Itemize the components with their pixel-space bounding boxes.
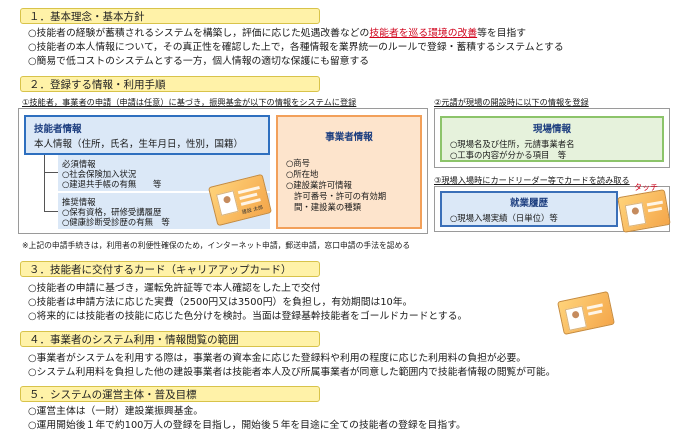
business-info-title: 事業者情報 [325, 132, 373, 143]
work-history-item-1: ○現場入場実績（日単位）等 [450, 213, 558, 223]
step-3-note: ③現場入場時にカードリーダー等でカードを読み取る [434, 175, 630, 185]
business-item-5: 間・建設業の種類 [294, 202, 361, 212]
worker-personal-info: 本人情報（住所，氏名，生年月日，性別，国籍） [34, 139, 244, 150]
worker-info-title: 技能者情報 [34, 124, 82, 135]
s1-bullet-1-a: ○技能者の経験が蓄積されるシステムを構築し，評価に応じた処遇改善などの [28, 28, 370, 39]
section-3-header: ３．技能者に交付するカード（キャリアアップカード） [20, 261, 320, 277]
recommended-item-2: ○健康診断受診歴の有無 等 [62, 217, 170, 227]
required-info-title: 必須情報 [62, 159, 96, 169]
work-history-title: 就業履歴 [509, 198, 548, 209]
registration-frame [18, 108, 428, 234]
section-2-header: ２．登録する情報・利用手順 [20, 76, 320, 92]
required-item-1: ○社会保険加入状況 [62, 169, 137, 179]
card-name-label: 建設 太郎 [241, 204, 264, 216]
section-5-header: ５．システムの運営主体・普及目標 [20, 386, 320, 402]
worker-info-box: 技能者情報 本人情報（住所，氏名，生年月日，性別，国籍） [24, 115, 270, 155]
connector-line [44, 155, 45, 211]
site-frame [434, 108, 670, 168]
s4-bullet-2: ○システム利用料を負担した他の建設事業者は技能者本人及び所属事業者が同意した範囲… [28, 367, 556, 378]
s1-bullet-1: ○技能者の経験が蓄積されるシステムを構築し，評価に応じた処遇改善などの技能者を巡… [28, 27, 526, 40]
s1-bullet-2: ○技能者の本人情報について，その真正性を確認した上で，各種情報を業界統一のルール… [28, 42, 564, 53]
business-item-4: 許可番号・許可の有効期 [294, 191, 387, 201]
business-item-3: ○建設業許可情報 [286, 180, 352, 190]
connector-line [44, 211, 58, 212]
s1-bullet-1-b: 等を目指す [477, 28, 527, 39]
business-item-1: ○商号 [286, 158, 311, 168]
site-info-title: 現場情報 [532, 124, 571, 135]
connector-line [44, 172, 58, 173]
s3-bullet-3: ○将来的には技能者の技能に応じた色分けを検討。当面は登録基幹技能者をゴールドカー… [28, 311, 468, 322]
site-info-box: 現場情報 ○現場名及び住所，元請事業者名 ○工事の内容が分かる項目 等 [440, 116, 664, 162]
required-item-2: ○建退共手帳の有無 等 [62, 179, 162, 189]
card-touch-label: タッチ [634, 183, 658, 192]
s1-bullet-1-highlight: 技能者を巡る環境の改善 [369, 28, 478, 39]
s4-bullet-1: ○事業者がシステムを利用する際は，事業者の資本金に応じた登録料や利用の程度に応じ… [28, 353, 527, 364]
application-footnote: ※上記の申請手続きは，利用者の利便性確保のため，インターネット申請，郵送申請，窓… [22, 241, 411, 250]
s3-bullet-2: ○技能者は申請方法に応じた実費（2500円又は3500円）を負担し，有効期間は1… [28, 297, 413, 308]
recommended-info-title: 推奨情報 [62, 197, 96, 207]
s5-bullet-1: ○運営主体は（一財）建設業振興基金。 [28, 406, 204, 417]
work-history-box: 就業履歴 ○現場入場実績（日単位）等 [440, 191, 618, 227]
site-item-1: ○現場名及び住所，元請事業者名 [450, 139, 575, 149]
s3-bullet-1: ○技能者の申請に基づき，運転免許証等で本人確認をした上で交付 [28, 283, 321, 294]
business-info-box: 事業者情報 ○商号 ○所在地 ○建設業許可情報 許可番号・許可の有効期 間・建設… [276, 115, 422, 229]
step-1-note: ①技能者，事業者の申請（申請は任意）に基づき，振興基金が以下の情報をシステムに登… [22, 97, 357, 107]
s5-bullet-2: ○運用開始後１年で約100万人の登録を目指し，開始後５年を目途に全ての技能者の登… [28, 420, 466, 431]
gold-card-icon [557, 290, 615, 336]
history-frame [434, 186, 670, 232]
section-4-header: ４．事業者のシステム利用・情報閲覧の範囲 [20, 331, 320, 347]
step-2-note: ②元請が現場の開設時に以下の情報を登録 [434, 97, 589, 107]
section-1-header: １．基本理念・基本方針 [20, 8, 320, 24]
business-item-2: ○所在地 [286, 169, 319, 179]
site-item-2: ○工事の内容が分かる項目 等 [450, 150, 567, 160]
recommended-item-1: ○保有資格，研修受講履歴 [62, 207, 162, 217]
s1-bullet-3: ○簡易で低コストのシステムとする一方，個人情報の適切な保護にも留意する [28, 56, 370, 67]
